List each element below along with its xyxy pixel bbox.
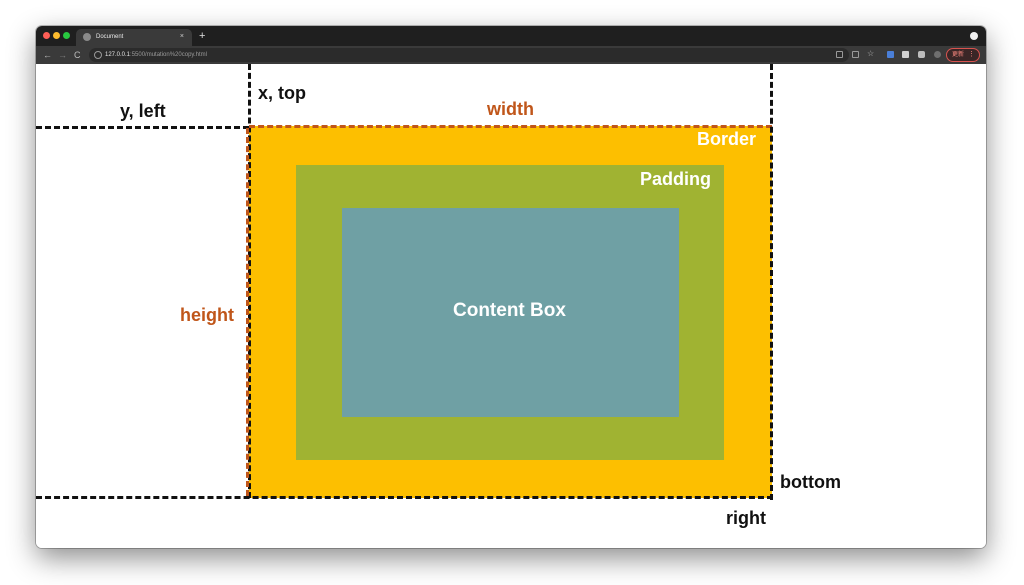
tab-document[interactable]: Document × (76, 29, 192, 46)
url-path: :5500/mutation%20copy.html (130, 52, 207, 58)
padding-label: Padding (640, 169, 711, 189)
width-line (249, 125, 772, 128)
cast-icon[interactable] (836, 51, 843, 58)
right-label: right (726, 508, 766, 528)
update-button[interactable]: 更新 ⋮ (946, 48, 980, 62)
back-button[interactable]: ← (43, 50, 52, 60)
site-info-icon[interactable] (94, 51, 102, 59)
reload-button[interactable]: C (74, 50, 81, 60)
url-text: 127.0.0.1:5500/mutation%20copy.html (105, 50, 207, 60)
height-line (246, 128, 249, 496)
page-content: x, top y, left width height Border Paddi… (36, 64, 986, 548)
new-tab-button[interactable]: + (199, 30, 206, 42)
more-icon[interactable]: ⋮ (968, 51, 975, 58)
browser-window: Document × + ← → C 127.0.0.1:5500/mutati… (36, 26, 986, 548)
update-label: 更新 (952, 52, 965, 58)
height-label: height (180, 305, 234, 325)
content-area (342, 208, 679, 417)
globe-icon (83, 33, 91, 41)
browser-toolbar: ← → C 127.0.0.1:5500/mutation%20copy.htm… (36, 46, 986, 64)
window-minimize-button[interactable] (53, 32, 60, 39)
url-host: 127.0.0.1 (105, 52, 131, 58)
window-maximize-button[interactable] (63, 32, 70, 39)
left-edge-line (248, 64, 251, 498)
top-guide-line (36, 126, 249, 129)
profile-icon[interactable] (970, 32, 978, 40)
forward-button[interactable]: → (58, 50, 67, 60)
border-label: Border (697, 129, 757, 149)
tab-title: Document (96, 34, 124, 40)
y-left-label: y, left (120, 101, 166, 121)
tab-close-icon[interactable]: × (179, 33, 184, 40)
tab-bar: Document × + (36, 26, 986, 46)
avatar-icon[interactable] (934, 51, 941, 58)
star-icon[interactable]: ☆ (867, 49, 875, 58)
extension-icon-2[interactable] (902, 51, 909, 58)
extension-icon-1[interactable] (887, 51, 894, 58)
puzzle-icon[interactable] (918, 51, 925, 58)
content-box-label: Content Box (453, 300, 566, 321)
translate-icon[interactable] (852, 51, 859, 58)
window-close-button[interactable] (43, 32, 50, 39)
x-top-label: x, top (258, 83, 306, 103)
address-bar[interactable]: 127.0.0.1:5500/mutation%20copy.html (89, 48, 849, 62)
bottom-label: bottom (780, 472, 841, 492)
width-label: width (487, 99, 534, 119)
bottom-edge-line (36, 496, 773, 499)
right-edge-line (770, 64, 773, 500)
